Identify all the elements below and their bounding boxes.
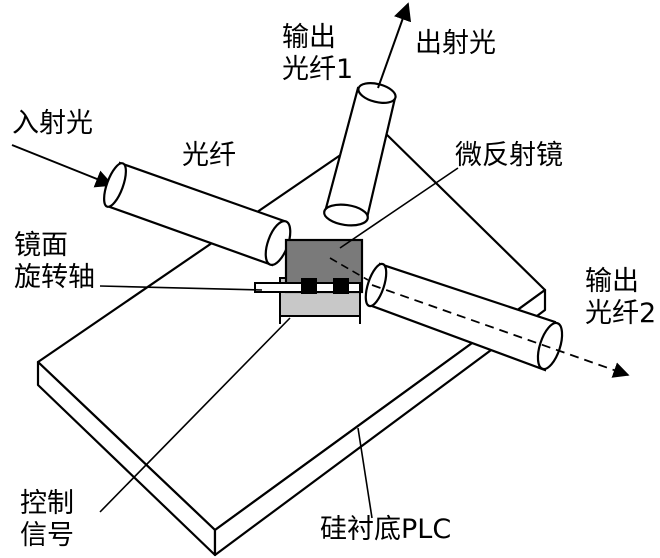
leader-rotation-axis [99,285,263,291]
label-micro-mirror: 微反射镜 [455,140,563,171]
label-output-fiber-2-line2: 光纤2 [585,298,657,329]
reflected-path [329,257,369,281]
substrate-right-face [213,288,547,557]
label-control-signal-line2: 信号 [20,520,74,551]
leader-substrate [357,427,373,519]
silicon-substrate [36,126,547,557]
label-mirror-axis-line2: 旋转轴 [14,262,95,293]
label-output-fiber-1: 输出 光纤1 [282,22,353,86]
output-fiber-1 [323,82,397,227]
leader-micro-mirror [339,167,459,249]
outgoing-light-arrow [377,2,412,89]
label-mirror-axis-line1: 镜面 [14,230,68,261]
label-control-signal-line1: 控制 [20,488,74,519]
label-output-fiber-2: 输出 光纤2 [585,266,656,330]
label-output-fiber-1-line2: 光纤1 [282,54,354,85]
label-outgoing-light: 出射光 [415,28,496,59]
leader-control-signal [99,317,291,513]
incident-light-arrow [11,144,114,188]
label-substrate: 硅衬底PLC [320,514,452,545]
label-control-signal: 控制 信号 [20,488,74,552]
label-incident-light: 入射光 [12,108,93,139]
label-output-fiber-1-line1: 输出 [282,22,336,53]
output-2-beam [371,284,630,378]
mirror-rotation-axis [254,278,361,294]
input-fiber [103,161,292,267]
label-mirror-axis: 镜面 旋转轴 [14,230,95,294]
label-fiber: 光纤 [182,140,236,171]
label-output-fiber-2-line1: 输出 [585,266,639,297]
leader-lines [99,167,459,519]
